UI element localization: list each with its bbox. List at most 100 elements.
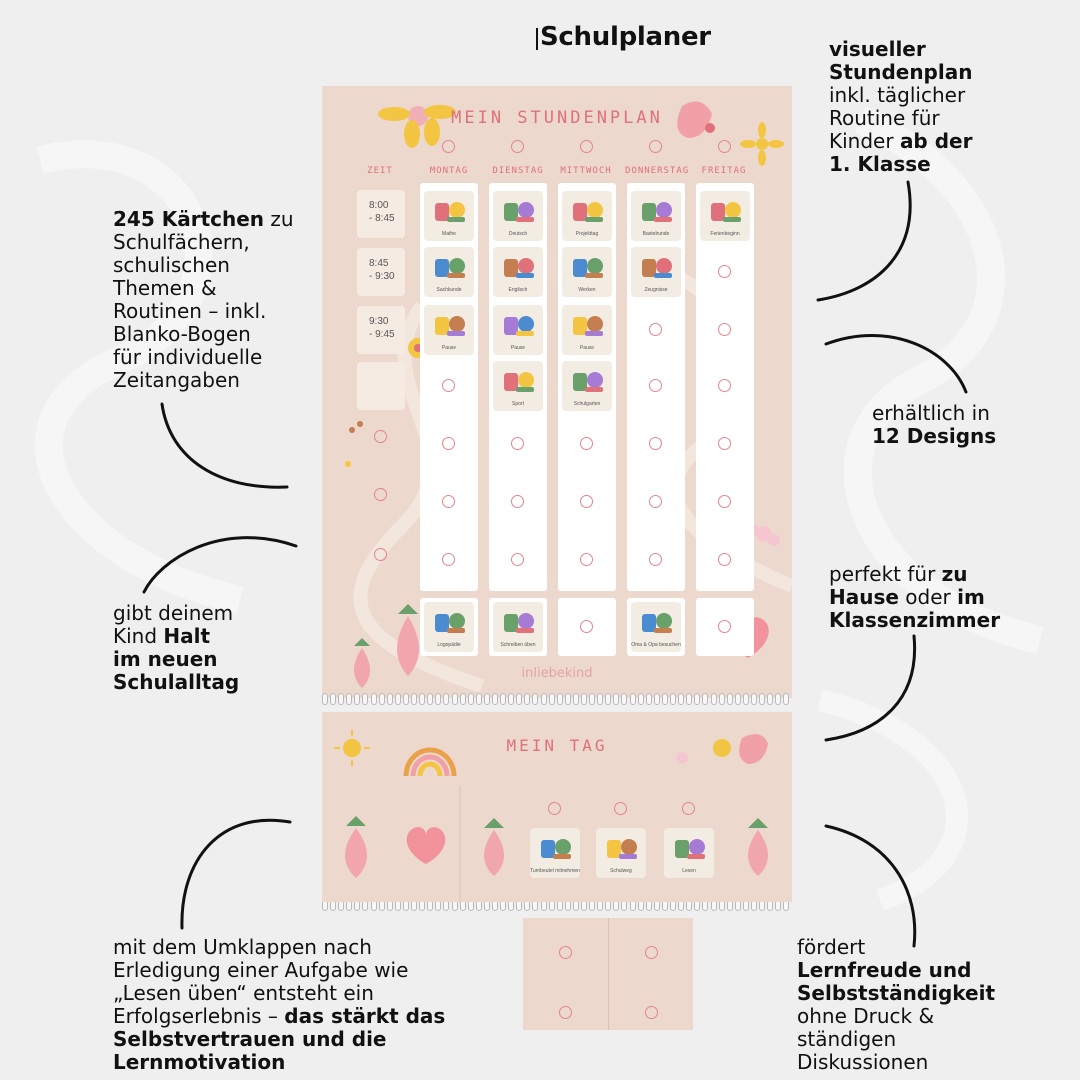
- card-picture-icon: [500, 367, 536, 395]
- schedule-card[interactable]: Projekttag: [562, 191, 612, 241]
- brand-logo-text: inliebekind: [521, 666, 593, 681]
- strawberry-icon: [354, 638, 370, 688]
- spiral-loop: [661, 693, 668, 705]
- schedule-card[interactable]: Oma & Opa besuchen: [631, 602, 681, 652]
- spiral-loop: [451, 693, 458, 705]
- spiral-loop: [767, 693, 774, 705]
- card-label: Schulweg: [610, 868, 632, 874]
- spiral-loop: [726, 693, 733, 705]
- ring: [548, 802, 561, 815]
- time-slot-3[interactable]: 9:30 - 9:45: [357, 306, 405, 354]
- bottom-slot[interactable]: Schreiben üben: [489, 598, 547, 656]
- card-picture-icon: [638, 608, 674, 636]
- card-picture-icon: [431, 608, 467, 636]
- spiral-loop: [702, 693, 709, 705]
- ring: [442, 379, 455, 392]
- ring: [442, 553, 455, 566]
- ring: [718, 437, 731, 450]
- arc-bottom-left: [180, 818, 292, 930]
- heart-icon: [406, 827, 446, 864]
- schedule-card[interactable]: Logopädie: [424, 602, 474, 652]
- card-label: Logopädie: [437, 642, 461, 648]
- ring: [580, 437, 593, 450]
- arc-right-3: [824, 634, 917, 742]
- schedule-card[interactable]: Sachkunde: [424, 247, 474, 297]
- schedule-card[interactable]: Englisch: [493, 247, 543, 297]
- spiral-loop: [394, 693, 401, 705]
- card-label: Sachkunde: [436, 287, 462, 293]
- spiral-loop: [742, 693, 749, 705]
- schedule-card[interactable]: Mathe: [424, 191, 474, 241]
- spiral-loop: [572, 693, 579, 705]
- spiral-loop: [330, 693, 337, 705]
- schedule-card[interactable]: Zeugnisse: [631, 247, 681, 297]
- card-picture-icon: [500, 197, 536, 225]
- ring: [442, 495, 455, 508]
- fold-flaps[interactable]: [523, 918, 693, 1030]
- spiral-loop: [402, 693, 409, 705]
- spiral-loop: [775, 693, 782, 705]
- card-label: Pause: [579, 345, 595, 351]
- strawberry-icon: [397, 604, 419, 676]
- ring: [374, 548, 387, 561]
- schedule-card[interactable]: Pause: [562, 305, 612, 355]
- spiral-loop: [629, 693, 636, 705]
- card-label: Lesen: [682, 868, 696, 874]
- ring: [559, 1006, 572, 1019]
- spiral-loop: [346, 693, 353, 705]
- card-picture-icon: [431, 253, 467, 281]
- bottom-slot[interactable]: Oma & Opa besuchen: [627, 598, 685, 656]
- spiral-loop: [491, 693, 498, 705]
- time-slot-1[interactable]: 8:00 - 8:45: [357, 190, 405, 238]
- ring: [511, 553, 524, 566]
- bottom-slot[interactable]: Logopädie: [420, 598, 478, 656]
- ring: [718, 265, 731, 278]
- card-picture-icon: [500, 311, 536, 339]
- card-label: Pause: [441, 345, 457, 351]
- schedule-card[interactable]: Schreiben üben: [493, 602, 543, 652]
- bottom-slot[interactable]: [696, 598, 754, 656]
- bottom-slot[interactable]: [558, 598, 616, 656]
- time-slot-4[interactable]: [357, 362, 405, 410]
- card-picture-icon: [569, 367, 605, 395]
- routine-card[interactable]: Turnbeutel mitnehmen: [530, 828, 580, 878]
- schedule-card[interactable]: Pause: [493, 305, 543, 355]
- ring: [682, 802, 695, 815]
- daisy-icon: [740, 122, 784, 166]
- schedule-card[interactable]: Ferienbeginn: [700, 191, 750, 241]
- card-picture-icon: [569, 197, 605, 225]
- card-label: Schreiben üben: [500, 642, 536, 648]
- spiral-loop: [605, 693, 612, 705]
- spiral-loop: [532, 693, 539, 705]
- schedule-card[interactable]: Werken: [562, 247, 612, 297]
- planner-title: MEIN STUNDENPLAN: [451, 108, 663, 128]
- ring: [580, 620, 593, 633]
- card-label: Oma & Opa besuchen: [631, 642, 681, 648]
- schedule-card[interactable]: Deutsch: [493, 191, 543, 241]
- spiral-loop: [678, 693, 685, 705]
- ring: [649, 495, 662, 508]
- spiral-loop: [540, 693, 547, 705]
- schedule-card[interactable]: Bastelrunde: [631, 191, 681, 241]
- card-label: Bastelrunde: [642, 231, 670, 237]
- ring: [718, 379, 731, 392]
- spiral-loop: [370, 693, 377, 705]
- routine-card[interactable]: Lesen: [664, 828, 714, 878]
- time-slot-2[interactable]: 8:45 - 9:30: [357, 248, 405, 296]
- routine-card[interactable]: Schulweg: [596, 828, 646, 878]
- day-column-freitag: Ferienbeginn: [696, 183, 754, 591]
- schedule-card[interactable]: Pause: [424, 305, 474, 355]
- schedule-card[interactable]: Sport: [493, 361, 543, 411]
- spiral-loop: [653, 693, 660, 705]
- card-picture-icon: [569, 253, 605, 281]
- spiral-loop: [645, 693, 652, 705]
- schedule-card[interactable]: Schulgarten: [562, 361, 612, 411]
- col-header-dienstag: DIENSTAG: [492, 166, 544, 176]
- ring: [649, 140, 662, 153]
